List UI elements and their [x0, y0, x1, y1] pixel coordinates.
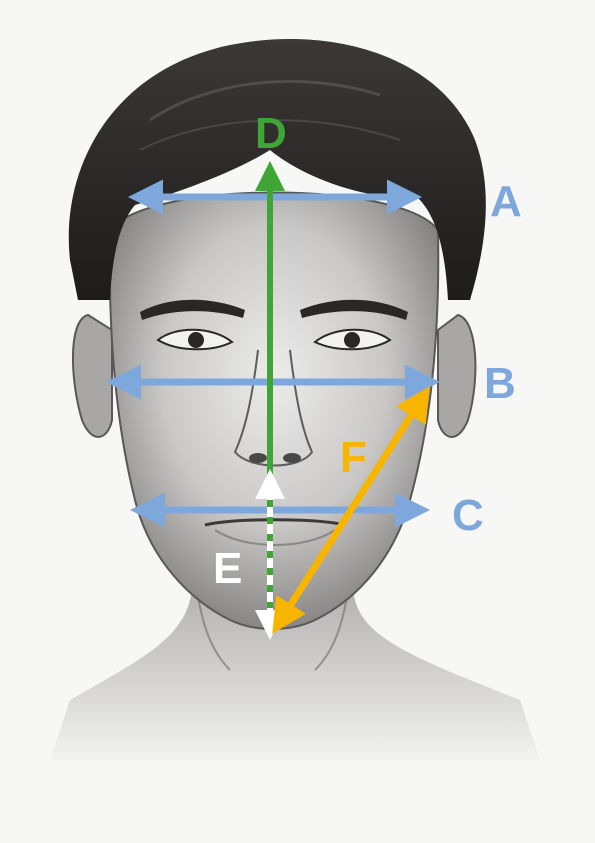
label-b: B: [484, 359, 516, 408]
label-e: E: [213, 544, 242, 593]
label-f: F: [340, 433, 367, 482]
label-a: A: [490, 177, 522, 226]
label-d: D: [255, 109, 287, 158]
label-c: C: [452, 491, 484, 540]
face-shape: [110, 193, 439, 630]
